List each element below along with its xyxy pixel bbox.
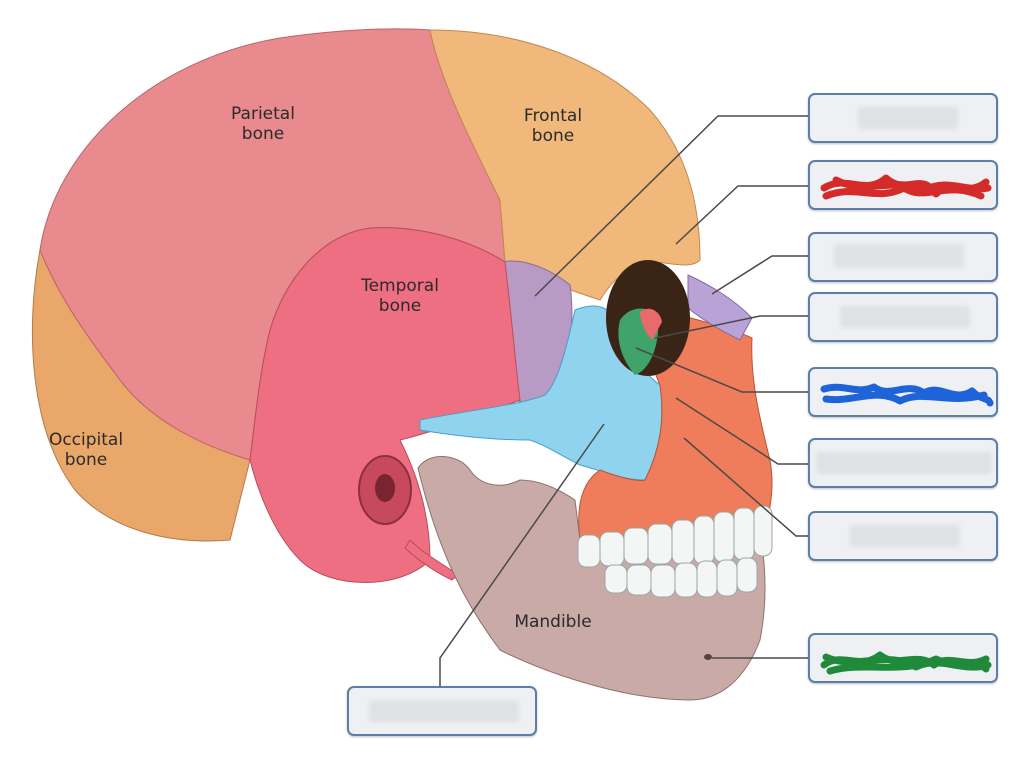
answer-box-4[interactable] bbox=[808, 292, 998, 342]
teeth bbox=[577, 505, 773, 598]
answer-box-1[interactable] bbox=[808, 93, 998, 143]
answer-box-5[interactable] bbox=[808, 367, 998, 417]
mandible-bone bbox=[417, 455, 766, 701]
answer-box-2[interactable] bbox=[808, 160, 998, 210]
answer-box-7[interactable] bbox=[808, 511, 998, 561]
answer-box-8[interactable] bbox=[808, 633, 998, 683]
answer-box-9[interactable] bbox=[347, 686, 537, 736]
answer-box-3[interactable] bbox=[808, 232, 998, 282]
leader-lines bbox=[439, 115, 808, 686]
nasal-bone bbox=[687, 274, 753, 341]
styloid-process bbox=[404, 539, 459, 581]
green-scribble bbox=[820, 651, 992, 675]
temporal-bone bbox=[249, 227, 521, 583]
answer-box-6[interactable] bbox=[808, 438, 998, 488]
lacrimal-bone bbox=[640, 308, 662, 340]
red-scribble bbox=[820, 174, 992, 200]
mandible-label: Mandible bbox=[514, 612, 592, 632]
blue-scribble bbox=[820, 383, 994, 407]
